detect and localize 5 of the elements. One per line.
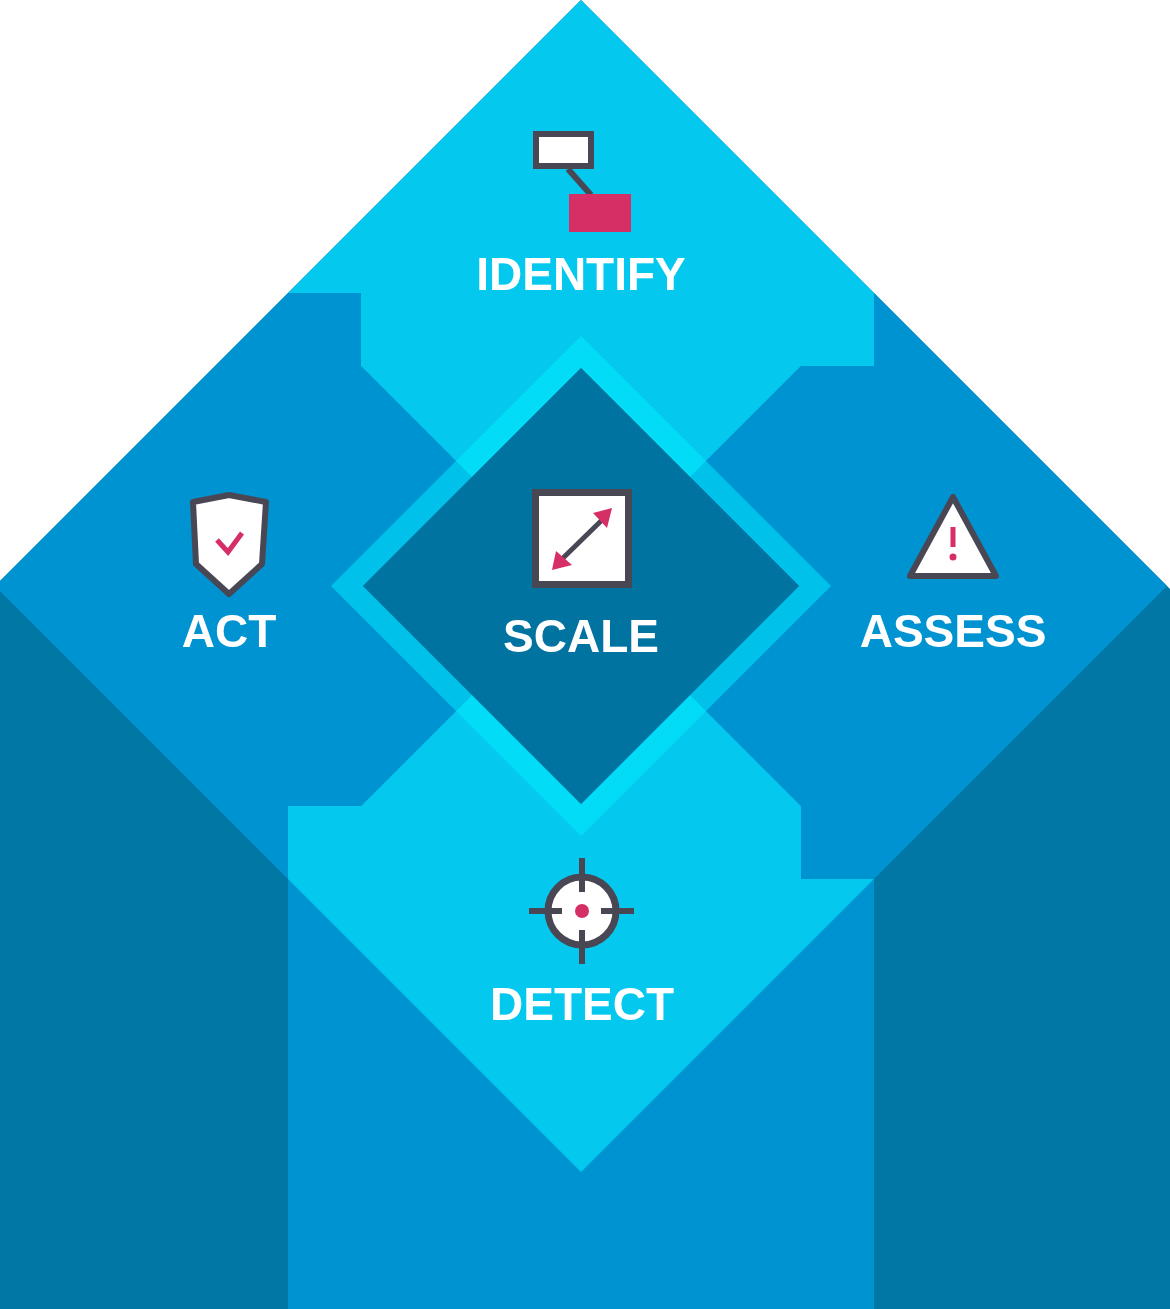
step-label: ACT <box>181 608 277 654</box>
step-label: IDENTIFY <box>476 251 686 297</box>
step-label: ASSESS <box>859 608 1047 654</box>
step-label: DETECT <box>490 981 674 1027</box>
step-label: SCALE <box>503 613 659 659</box>
